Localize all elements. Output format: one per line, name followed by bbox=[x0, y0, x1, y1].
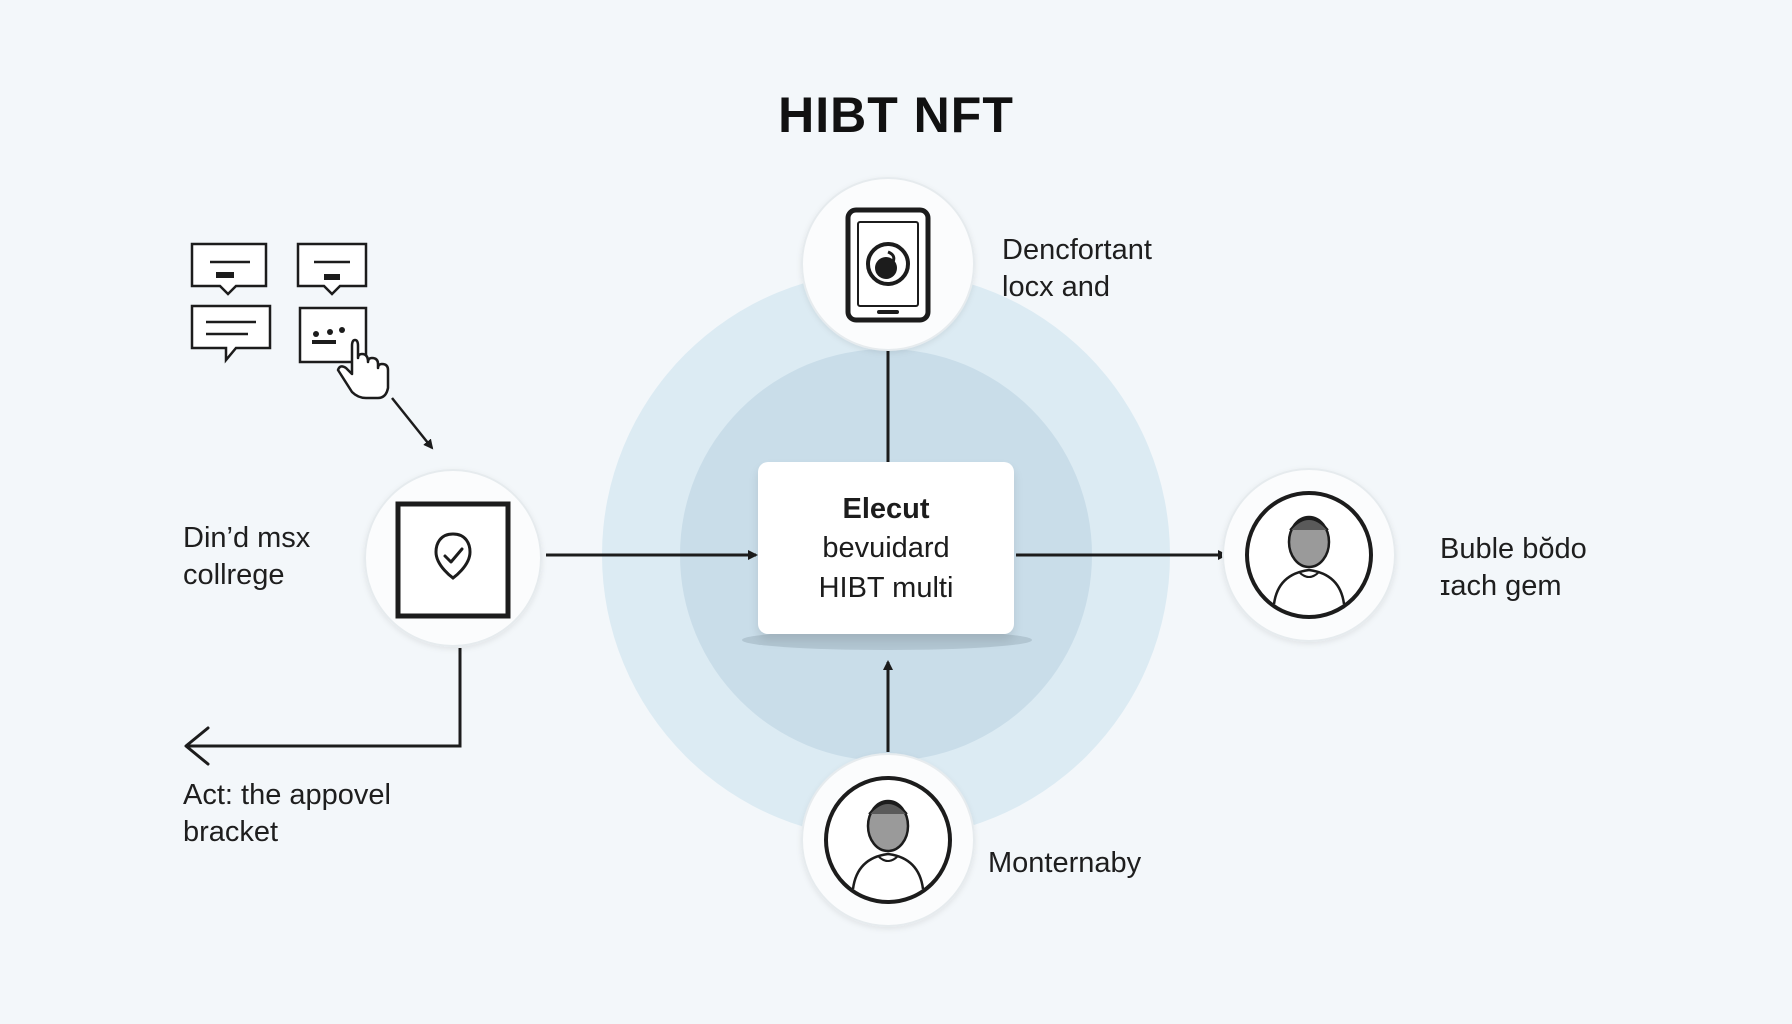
user-avatar-icon bbox=[1222, 468, 1396, 642]
left-node-label-line-2: collrege bbox=[183, 559, 285, 591]
right-node-label: Buble bŏdo ɪach gem bbox=[1440, 531, 1587, 605]
center-box-shadow bbox=[742, 630, 1032, 650]
ui-cards-icon bbox=[190, 242, 368, 364]
left-output-label: Act: the appovel bracket bbox=[183, 777, 391, 851]
top-node-label: Dencfortant locx and bbox=[1002, 232, 1152, 306]
center-node: Elecut bevuidard HIBT multi bbox=[758, 462, 1014, 634]
left-output-label-line-1: Act: the appovel bbox=[183, 779, 391, 811]
connector-left-output bbox=[186, 648, 462, 748]
shield-check-icon bbox=[364, 469, 542, 647]
bottom-node-label: Monternaby bbox=[988, 847, 1142, 879]
arrowhead-left-output bbox=[184, 726, 210, 766]
user-avatar-icon bbox=[801, 753, 975, 927]
left-node-label: Din’d msx collrege bbox=[183, 520, 310, 594]
center-line-2: HIBT multi bbox=[818, 572, 954, 604]
top-node-label-line-2: locx and bbox=[1002, 271, 1111, 303]
arrow-ui-to-left-node bbox=[391, 397, 434, 450]
top-node-label-line-1: Dencfortant bbox=[1002, 234, 1152, 266]
left-node-label-line-1: Din’d msx bbox=[183, 522, 311, 554]
left-output-label-line-2: bracket bbox=[183, 816, 279, 848]
tablet-icon bbox=[801, 177, 975, 351]
right-node-label-line-1: Buble bŏdo bbox=[1440, 533, 1587, 565]
center-heading: Elecut bbox=[842, 493, 930, 525]
right-node-label-line-2: ɪach gem bbox=[1440, 570, 1562, 602]
page-title: HIBT NFT bbox=[778, 87, 1014, 143]
hand-pointer-icon bbox=[336, 338, 390, 400]
center-line-1: bevuidard bbox=[822, 532, 950, 564]
